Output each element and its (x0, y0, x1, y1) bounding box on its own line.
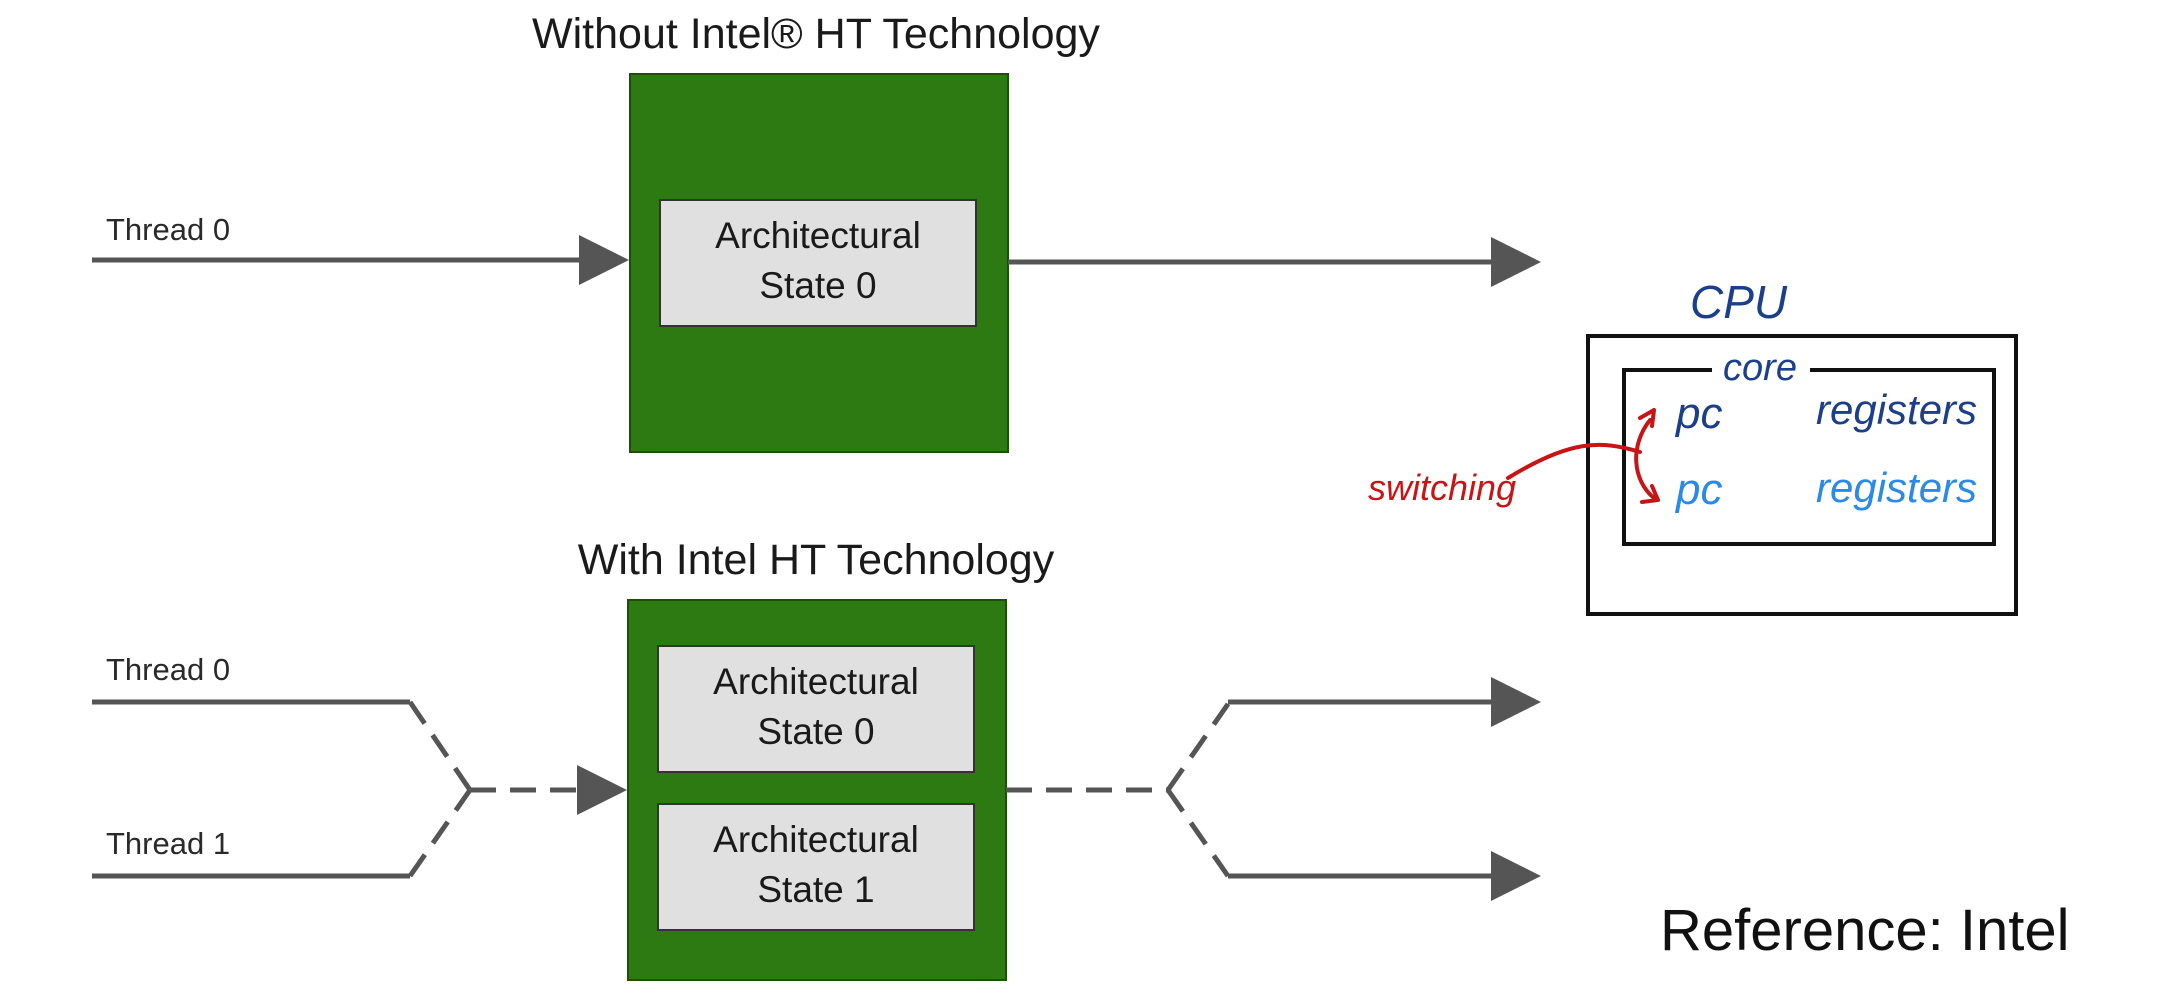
switching-label: switching (1368, 467, 1516, 508)
handwritten-cpu-annotation: CPU core pc registers pc registers switc… (1368, 276, 2018, 616)
bottom-output-split-dashes (1165, 702, 1231, 878)
top-state-0-label-line1: Architectural (715, 215, 921, 256)
switching-arrowhead-up (1638, 408, 1656, 428)
bottom-architectural-state-0-box (657, 645, 975, 773)
cpu-label: CPU (1690, 276, 1788, 328)
top-thread-0-label: Thread 0 (106, 212, 230, 247)
top-diagram-title: Without Intel® HT Technology (532, 10, 1100, 58)
core-inner-box (1622, 368, 1996, 546)
bottom-state-0-label-line2: State 0 (757, 711, 874, 752)
bottom-architectural-state-1-box (657, 803, 975, 931)
bottom-state-0-label-line1: Architectural (713, 661, 919, 702)
switching-arrowhead-down (1640, 484, 1660, 504)
pc-label-1: pc (1674, 465, 1722, 514)
bottom-thread-0-label: Thread 0 (106, 652, 230, 687)
bottom-input-merge-dashes (407, 700, 473, 878)
bottom-thread-1-label: Thread 1 (106, 826, 230, 861)
cpu-outer-box (1586, 334, 2018, 616)
reference-caption: Reference: Intel (1660, 898, 2069, 963)
core-label: core (1723, 347, 1797, 389)
switching-curve (1506, 418, 1656, 500)
bottom-state-1-label-line2: State 1 (757, 869, 874, 910)
pc-label-0: pc (1674, 389, 1722, 438)
top-architectural-state-0-box (659, 199, 977, 327)
registers-label-0: registers (1816, 386, 1977, 433)
registers-label-1: registers (1816, 464, 1977, 511)
bottom-diagram-title: With Intel HT Technology (578, 536, 1055, 584)
top-diagram: Without Intel® HT Technology Thread 0 Ar… (92, 10, 1541, 453)
top-state-0-label-line2: State 0 (759, 265, 876, 306)
bottom-diagram: With Intel HT Technology Thread 0 Thread… (92, 536, 1541, 981)
bottom-state-1-label-line1: Architectural (713, 819, 919, 860)
